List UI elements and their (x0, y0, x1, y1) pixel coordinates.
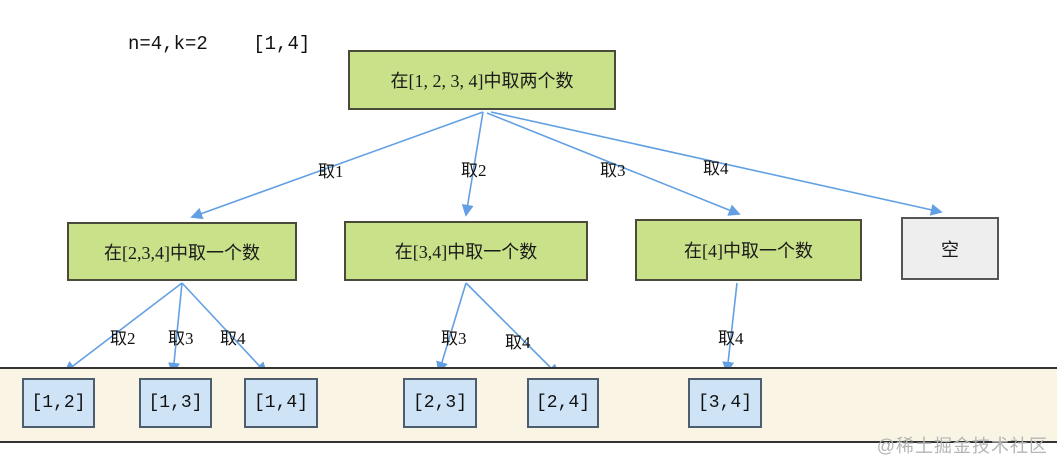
caption-params: n=4,k=2 (128, 33, 208, 55)
problem-caption: n=4,k=2 [1,4] (128, 33, 310, 55)
edge-label-b2-l4: 取3 (441, 329, 467, 348)
leaf-node-23: [2,3] (403, 378, 477, 428)
edge-label-b1-l1: 取2 (110, 329, 136, 348)
leaf-node-14: [1,4] (244, 378, 318, 428)
edge-label-root-b1: 取1 (318, 162, 344, 181)
leaf-node-12: [1,2] (22, 378, 95, 428)
edge-label-b2-l5: 取4 (505, 333, 531, 352)
empty-node: 空 (901, 217, 999, 280)
edge-label-root-b3: 取3 (600, 161, 626, 180)
leaf-node-24: [2,4] (527, 378, 599, 428)
caption-range: [1,4] (253, 33, 311, 55)
edge-label-root-b2: 取2 (461, 161, 487, 180)
edge-label-b1-l2: 取3 (168, 329, 194, 348)
edge-label-root-empty: 取4 (703, 159, 729, 178)
branch-node-4: 在[4]中取一个数 (635, 219, 862, 281)
leaf-node-13: [1,3] (139, 378, 212, 428)
branch-node-34: 在[3,4]中取一个数 (344, 221, 588, 281)
watermark: @稀土掘金技术社区 (876, 436, 1048, 456)
branch-node-234: 在[2,3,4]中取一个数 (67, 222, 297, 281)
root-node: 在[1, 2, 3, 4]中取两个数 (348, 50, 616, 110)
leaf-node-34: [3,4] (688, 378, 762, 428)
edge-label-b1-l3: 取4 (220, 329, 246, 348)
edge-label-b3-l6: 取4 (718, 329, 744, 348)
